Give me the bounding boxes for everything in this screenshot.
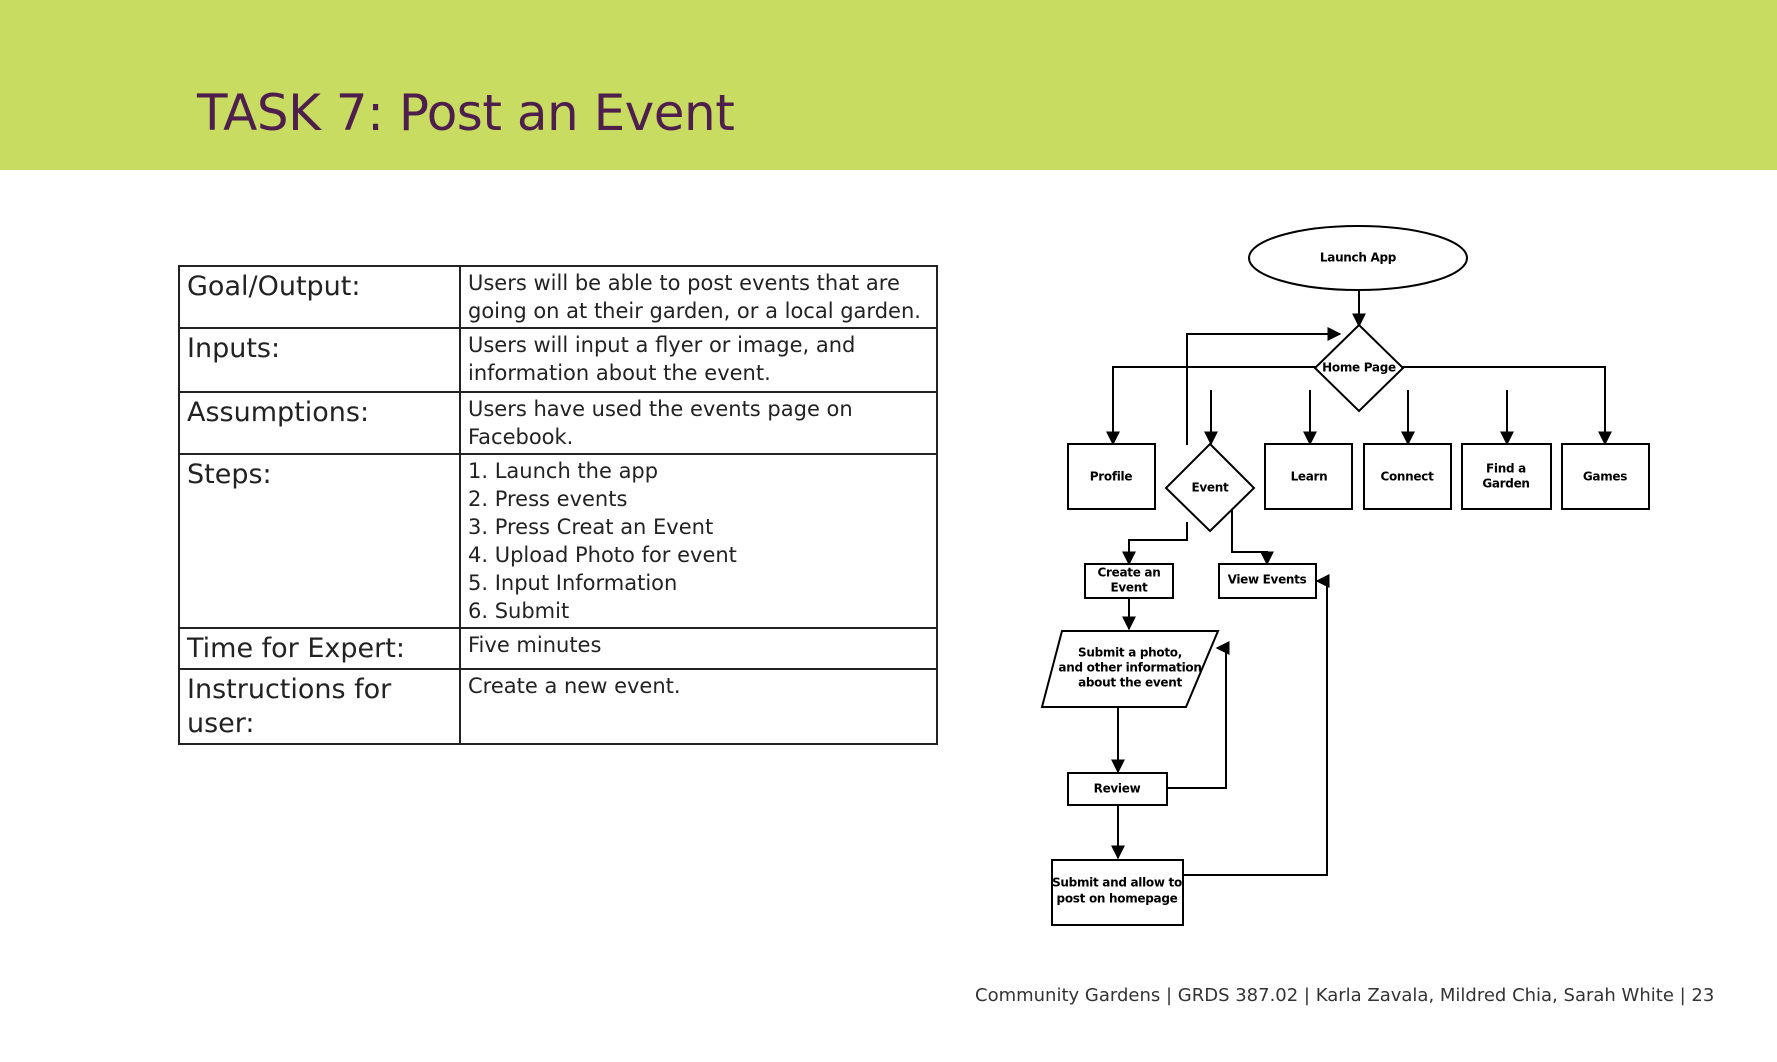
step-item: 5. Input Information: [468, 571, 678, 595]
row-value-steps: 1. Launch the app 2. Press events 3. Pre…: [459, 453, 938, 629]
row-label-time: Time for Expert:: [178, 627, 461, 670]
post-homepage-label-1: Submit and allow to: [1052, 876, 1182, 890]
submit-photo-label-1: Submit a photo,: [1078, 646, 1182, 660]
submit-photo-node: [1040, 630, 1220, 708]
row-label-steps: Steps:: [178, 453, 461, 629]
page-title: TASK 7: Post an Event: [197, 84, 735, 142]
post-homepage-label-2: post on homepage: [1057, 892, 1178, 906]
profile-node: [1067, 443, 1156, 510]
home-page-label: Home Page: [1322, 361, 1396, 375]
value-line: information about the event.: [468, 361, 771, 385]
header-banner: [0, 0, 1777, 170]
learn-node: [1264, 443, 1353, 510]
step-item: 3. Press Creat an Event: [468, 515, 714, 539]
review-label: Review: [1094, 782, 1141, 796]
step-item: 4. Upload Photo for event: [468, 543, 737, 567]
post-homepage-node: [1051, 859, 1184, 926]
create-event-label-1: Create an: [1098, 566, 1161, 580]
find-garden-label-1: Find a: [1486, 462, 1526, 476]
home-page-node: [1313, 323, 1405, 413]
steps-list: 1. Launch the app 2. Press events 3. Pre…: [468, 457, 929, 625]
table-row: Time for Expert: Five minutes: [178, 627, 938, 670]
table-row: Instructions for user: Create a new even…: [178, 668, 938, 745]
row-value-inputs: Users will input a flyer or image, and i…: [459, 327, 938, 393]
step-item: 6. Submit: [468, 599, 570, 623]
connect-label: Connect: [1380, 470, 1434, 484]
flowchart-connectors: [1106, 291, 1612, 876]
connect-node: [1363, 443, 1452, 510]
row-value-instructions: Create a new event.: [459, 668, 938, 745]
value-line: going on at their garden, or a local gar…: [468, 299, 921, 323]
row-label-inputs: Inputs:: [178, 327, 461, 393]
create-event-node: [1084, 563, 1174, 599]
row-label-assumptions: Assumptions:: [178, 391, 461, 455]
row-value-goal: Users will be able to post events that a…: [459, 265, 938, 329]
launch-app-node: [1248, 225, 1468, 291]
launch-app-label: Launch App: [1320, 251, 1397, 265]
review-node: [1067, 772, 1168, 806]
view-events-node: [1218, 563, 1317, 599]
task-table: Goal/Output: Users will be able to post …: [178, 265, 938, 745]
learn-label: Learn: [1291, 470, 1328, 484]
value-line: Facebook.: [468, 425, 574, 449]
create-event-label-2: Event: [1111, 581, 1149, 595]
value-line: Five minutes: [468, 633, 602, 657]
value-line: Create a new event.: [468, 674, 681, 698]
table-row: Inputs: Users will input a flyer or imag…: [178, 327, 938, 393]
page-footer: Community Gardens | GRDS 387.02 | Karla …: [975, 985, 1715, 1006]
table-row: Goal/Output: Users will be able to post …: [178, 265, 938, 329]
row-label-instructions: Instructions for user:: [178, 668, 461, 745]
row-value-time: Five minutes: [459, 627, 938, 670]
profile-label: Profile: [1090, 470, 1133, 484]
row-label-goal: Goal/Output:: [178, 265, 461, 329]
event-label: Event: [1192, 481, 1230, 495]
find-garden-label-2: Garden: [1482, 477, 1529, 491]
submit-photo-label-2: and other information: [1058, 661, 1201, 675]
submit-photo-label-3: about the event: [1078, 676, 1182, 690]
value-line: Users have used the events page on: [468, 397, 853, 421]
value-line: Users will input a flyer or image, and: [468, 333, 856, 357]
step-item: 2. Press events: [468, 487, 628, 511]
view-events-label: View Events: [1228, 573, 1307, 587]
find-garden-node: [1461, 443, 1552, 510]
step-item: 1. Launch the app: [468, 459, 659, 483]
games-label: Games: [1583, 470, 1627, 484]
value-line: Users will be able to post events that a…: [468, 271, 900, 295]
row-value-assumptions: Users have used the events page on Faceb…: [459, 391, 938, 455]
table-row: Steps: 1. Launch the app 2. Press events…: [178, 453, 938, 629]
event-node: [1164, 442, 1256, 533]
table-row: Assumptions: Users have used the events …: [178, 391, 938, 455]
games-node: [1561, 443, 1650, 510]
